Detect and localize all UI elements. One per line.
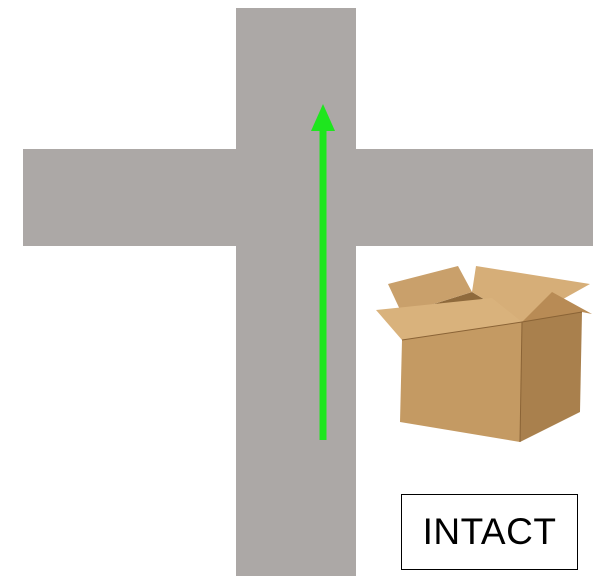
vertical-road <box>236 8 356 576</box>
status-label: INTACT <box>401 494 578 570</box>
open-cardboard-box-icon <box>372 262 593 462</box>
horizontal-road <box>23 149 593 246</box>
